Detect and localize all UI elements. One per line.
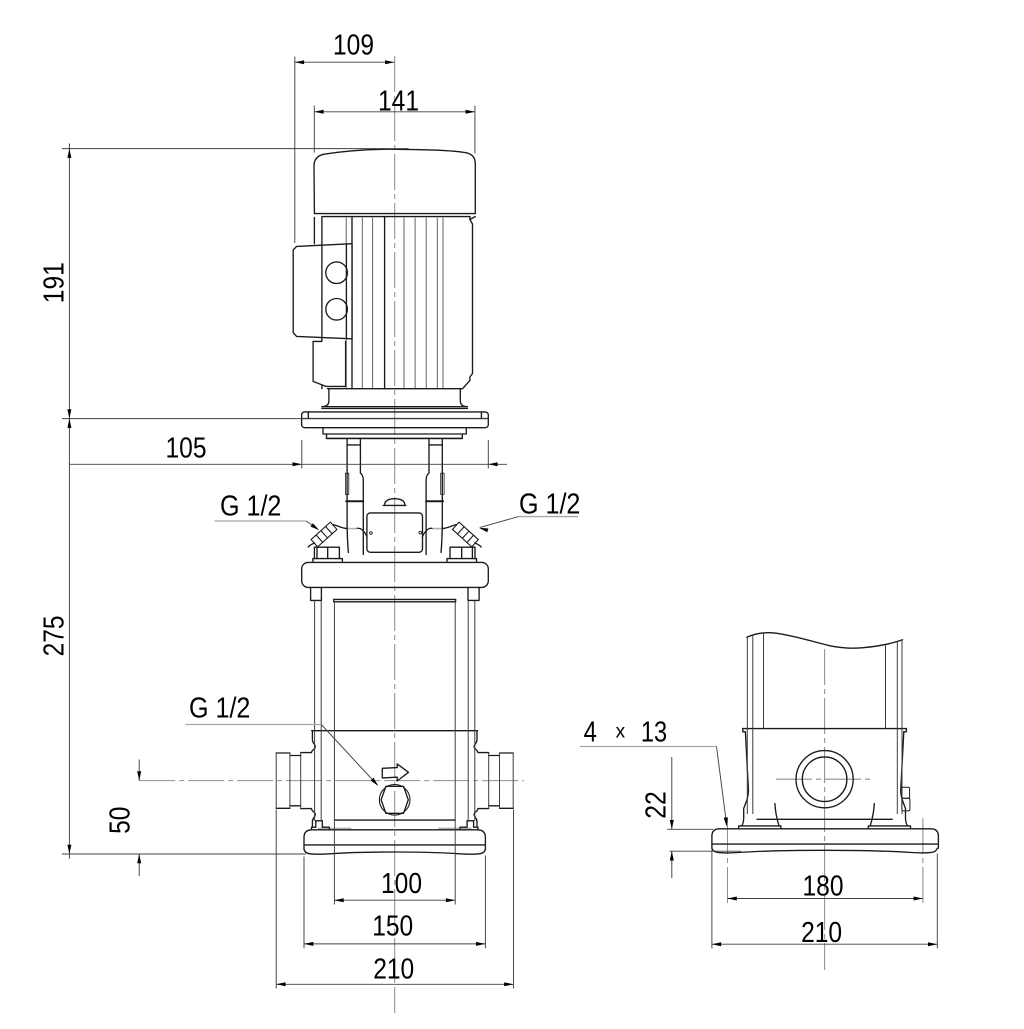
svg-text:109: 109 [333,30,374,62]
svg-text:22: 22 [641,791,673,818]
svg-text:G 1/2: G 1/2 [519,489,580,521]
svg-text:100: 100 [381,868,422,900]
svg-text:x: x [616,721,626,742]
svg-text:105: 105 [166,432,207,464]
svg-text:4: 4 [584,717,597,749]
svg-text:G 1/2: G 1/2 [220,491,281,523]
svg-text:275: 275 [38,615,70,656]
svg-text:150: 150 [372,911,413,943]
svg-text:141: 141 [378,85,419,117]
svg-text:210: 210 [373,953,414,985]
svg-text:50: 50 [105,807,137,834]
svg-text:13: 13 [641,717,667,749]
svg-text:G 1/2: G 1/2 [189,692,250,724]
svg-text:210: 210 [801,917,842,949]
svg-text:180: 180 [803,871,844,903]
svg-text:191: 191 [38,262,70,303]
